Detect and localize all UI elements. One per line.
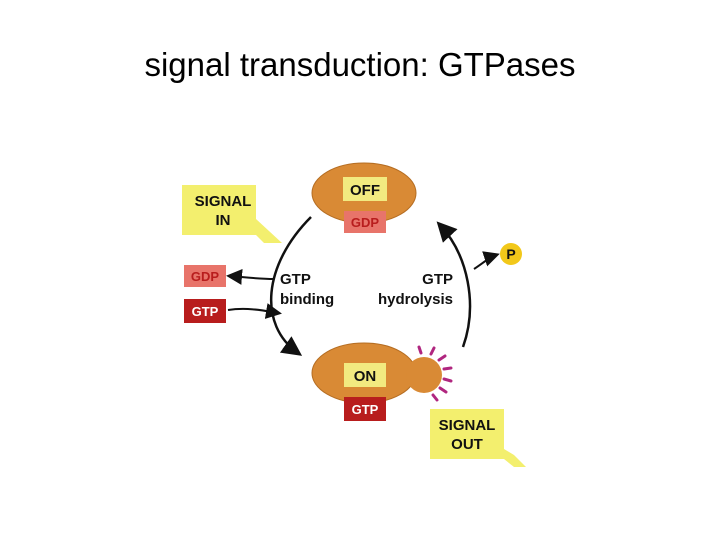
signal-in-line1: SIGNAL [195, 193, 252, 210]
gtp-incoming-box [184, 299, 226, 323]
off-state-box [343, 177, 387, 201]
phosphate-label: P [506, 246, 515, 262]
off-state-label: OFF [350, 182, 380, 199]
signal-out-line2: OUT [451, 436, 483, 453]
gtp-bound-label: GTP [352, 402, 379, 417]
signal-in-line2: IN [216, 212, 231, 229]
signal-out-box: SIGNAL OUT [430, 409, 526, 467]
gdp-released-label: GDP [191, 269, 220, 284]
on-protein: ON GTP [311, 342, 442, 421]
effector-domain [406, 357, 442, 393]
gtp-hydrolysis-line1: GTP [422, 271, 453, 288]
off-protein: OFF GDP [311, 162, 417, 233]
on-state-box [344, 363, 386, 387]
slide-title: signal transduction: GTPases [144, 46, 576, 83]
signal-out-line1: SIGNAL [439, 417, 496, 434]
gtp-incoming-label: GTP [192, 304, 219, 319]
gtp-hydrolysis-line2: hydrolysis [378, 291, 453, 308]
signal-in-box: SIGNAL IN [182, 185, 282, 243]
gtp-bound-box [344, 397, 386, 421]
phosphate-circle [500, 243, 522, 265]
left-cycle-arrow [269, 216, 312, 356]
gdp-bound-label: GDP [351, 215, 380, 230]
gdp-released-box [184, 265, 226, 287]
activity-sparks [417, 345, 453, 402]
on-state-label: ON [354, 368, 377, 385]
gtp-uptake-arrow [227, 303, 282, 319]
right-cycle-arrow [436, 221, 472, 348]
gtp-binding-line1: GTP [280, 271, 311, 288]
gtpase-cycle-diagram: SIGNAL IN OFF GDP GDP GTP GTP binding GT… [182, 162, 526, 467]
gdp-bound-box [344, 211, 386, 233]
gtp-binding-line2: binding [280, 291, 334, 308]
gdp-release-arrow [226, 268, 275, 285]
phosphate-release-arrow [473, 251, 500, 270]
